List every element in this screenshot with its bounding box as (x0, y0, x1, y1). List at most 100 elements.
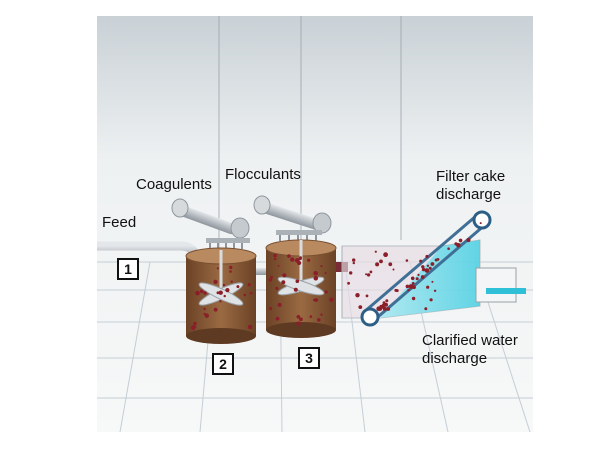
step-marker-3: 3 (298, 347, 320, 369)
floc-particle (230, 280, 233, 283)
floc-particle (388, 262, 393, 267)
floc-particle (466, 237, 471, 243)
floc-particle (282, 273, 287, 278)
floc-particle (295, 279, 300, 284)
floc-particles (190, 222, 482, 331)
flocculants-label: Flocculants (225, 166, 301, 183)
floc-particle (268, 278, 273, 282)
floc-particle (352, 261, 355, 265)
floc-particle (392, 268, 395, 271)
floc-particle (425, 254, 429, 259)
floc-particle (213, 307, 218, 312)
floc-particle (431, 280, 434, 283)
floc-particle (299, 317, 303, 322)
floc-particle (375, 262, 380, 267)
floc-particle (275, 316, 280, 321)
floc-particle (313, 276, 319, 281)
floc-particle (365, 273, 368, 276)
floc-particle (236, 285, 240, 289)
floc-particle (247, 283, 251, 287)
coagulation-tank (185, 247, 257, 344)
floc-particle (313, 298, 316, 302)
floc-particle (293, 287, 298, 292)
floc-particle (290, 257, 295, 262)
floc-particle (349, 271, 353, 275)
floc-particle (273, 253, 277, 258)
floc-particle (320, 313, 323, 316)
flocculant-dosing-arm (253, 195, 332, 241)
floc-particle (317, 318, 321, 322)
floc-particle (369, 270, 373, 274)
floc-particle (382, 301, 386, 305)
floc-particle (415, 277, 419, 281)
floc-particle (298, 257, 302, 261)
floc-particle (218, 290, 223, 295)
floc-particle (243, 293, 247, 297)
floc-particle (309, 315, 313, 318)
floc-particle (395, 289, 399, 293)
floc-particle (429, 298, 433, 302)
coagulent-dosing-arm (171, 198, 250, 249)
floc-particle (324, 272, 327, 274)
floc-particle (405, 259, 409, 262)
floc-particle (405, 284, 410, 289)
floc-particle (424, 307, 428, 311)
floc-particle (430, 262, 435, 266)
clarified-water-label-line2: discharge (422, 350, 488, 367)
step-marker-1: 1 (117, 258, 139, 280)
floc-particle (347, 281, 350, 285)
floc-particle (426, 285, 430, 289)
floc-particle (411, 282, 415, 285)
floc-particle (365, 294, 369, 298)
floc-particle (268, 306, 273, 311)
floc-particle (287, 254, 291, 258)
floc-particle (454, 242, 458, 246)
floc-particle (296, 321, 301, 326)
step-marker-2: 2 (212, 353, 234, 375)
separator-box (341, 239, 481, 319)
floc-particle (275, 286, 279, 290)
floc-particle (379, 259, 383, 264)
flocculation-tank (265, 239, 337, 338)
floc-particle (434, 258, 438, 262)
floc-particle (247, 324, 253, 330)
floc-particle (411, 296, 416, 301)
filter-cake-label-line2: discharge (436, 186, 502, 203)
floc-particle (385, 299, 389, 303)
floc-particle (386, 307, 391, 311)
floc-particle (320, 265, 323, 268)
floc-particle (223, 294, 226, 298)
floc-particle (213, 279, 218, 284)
floc-particle (426, 264, 430, 267)
floc-particle (281, 280, 286, 285)
floc-particle (421, 265, 425, 269)
floc-particle (421, 267, 426, 272)
tank-connector-pipe (256, 268, 270, 275)
floc-particle (193, 325, 197, 329)
floc-particle (458, 238, 463, 243)
floc-particle (199, 289, 204, 294)
floc-particle (216, 267, 219, 270)
floc-particle (195, 290, 200, 296)
floc-particle (447, 247, 450, 250)
floc-particle (410, 276, 415, 281)
floc-particle (203, 307, 206, 311)
filter-cake-label-line1: Filter cake (436, 168, 506, 185)
floc-particle (219, 300, 222, 303)
floc-particle (193, 321, 197, 326)
floc-particle (296, 315, 301, 319)
floc-particle (277, 264, 280, 267)
floc-particle (229, 270, 232, 273)
floc-particle (433, 289, 437, 292)
floc-particle (479, 222, 482, 225)
floc-particle (225, 288, 230, 293)
floc-particle (374, 250, 377, 253)
floc-particle (366, 273, 371, 277)
floc-particle (277, 302, 282, 307)
floc-particle (407, 288, 410, 292)
floc-particle (358, 305, 363, 309)
floc-particle (412, 285, 416, 290)
floc-particle (420, 275, 425, 279)
floc-particle (249, 291, 253, 295)
